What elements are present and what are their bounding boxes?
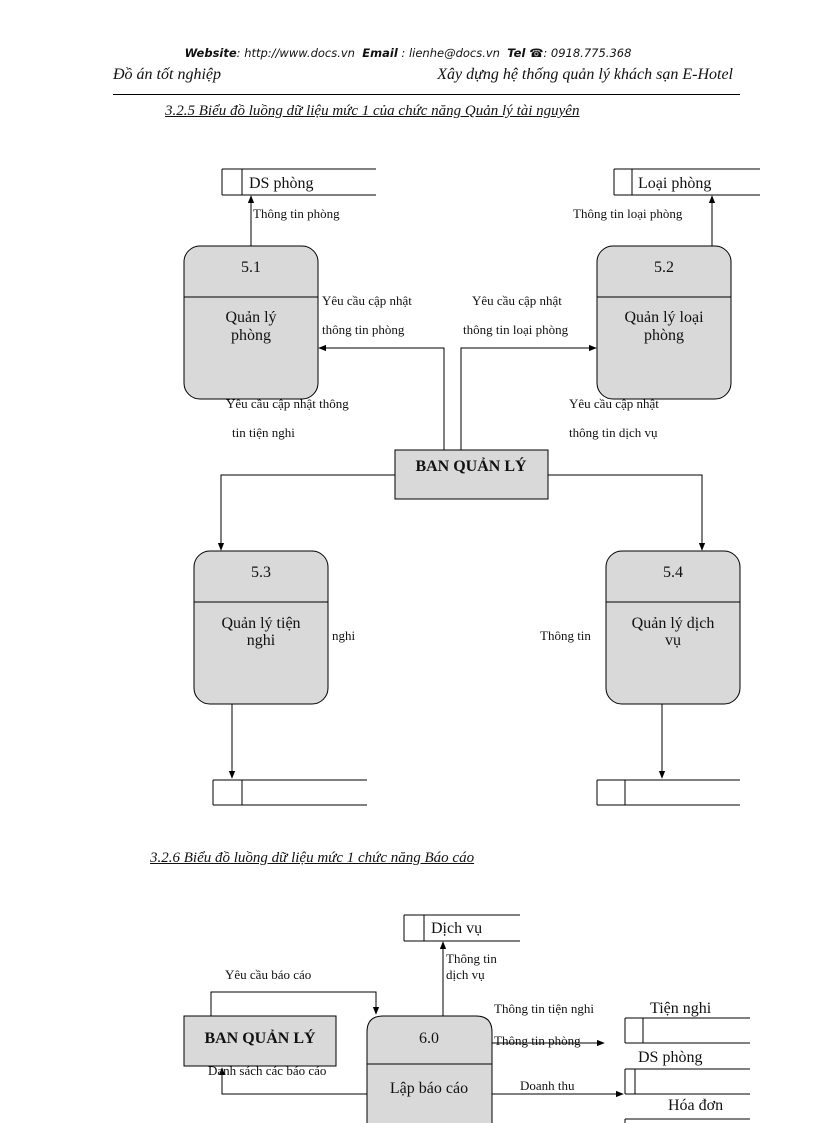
flow-label-yc-tiennghi-1: Yêu cầu cập nhật thông [226,396,349,411]
phone-icon: ☎ [529,46,544,60]
data-store-tien-nghi: Tiện nghi [624,1000,750,1044]
store-label-ds-phong-2: DS phòng [638,1049,702,1066]
data-store-ds-phong: DS phòng [221,168,376,196]
external-entity-ban-quan-ly-2: BAN QUẢN LÝ [183,1015,337,1067]
header-left-title: Đồ án tốt nghiệp [113,66,221,83]
process-id-5-1: 5.1 [241,259,261,276]
flow-label-danh-sach: Danh sách các báo cáo [208,1063,326,1078]
flow-label-yc-dichvu-2: thông tin dịch vụ [569,425,658,440]
data-store-dich-vu-empty [596,779,740,806]
process-id-5-3: 5.3 [251,564,271,581]
flow-label-thong-tin: Thông tin [540,628,591,643]
flow-label-yc-tiennghi-2: tin tiện nghi [232,425,295,440]
header-divider [113,94,740,95]
process-name-5-3-line2: nghi [247,632,276,649]
flow-yeu-cau-cap-nhat-loai-phong: Yêu cầu cập nhật thông tin loại phòng [460,293,597,450]
flow-yeu-cau-cap-nhat-dich-vu: Yêu cầu cập nhật thông tin dịch vụ [548,396,706,551]
flow-yeu-cau-cap-nhat-tien-nghi: Yêu cầu cập nhật thông tin tiện nghi [217,396,395,551]
flow-label-tt-dich-vu-1: Thông tin [446,951,497,966]
process-id-6-0: 6.0 [419,1030,439,1047]
store-label-loai-phong: Loại phòng [638,175,711,192]
email-label: Email [362,46,398,60]
process-id-5-2: 5.2 [654,259,674,276]
flow-thong-tin-tien-nghi: Thông tin tiện nghi [494,1001,594,1016]
section-title-report: 3.2.6 Biểu đồ luồng dữ liệu mức 1 chức n… [150,850,475,866]
process-5-2: 5.2 Quản lý loại phòng [596,245,732,400]
process-name-5-2-line1: Quản lý loại [624,309,704,326]
process-name-5-2-line2: phòng [644,327,684,344]
process-name-5-4-line1: Quản lý dịch [632,615,715,632]
flow-label-yc-dichvu-1: Yêu cầu cập nhật [569,396,659,411]
process-name-5-1-line1: Quản lý [225,309,276,326]
email-value: : lienhe@docs.vn [401,46,500,60]
process-5-3: 5.3 Quản lý tiện nghi [193,550,329,705]
external-entity-label: BAN QUẢN LÝ [415,456,527,475]
header-contact-line: Website: http://www.docs.vn Email : lien… [0,46,816,60]
flow-label-yeu-cau-bao-cao: Yêu cầu báo cáo [225,967,311,982]
header-right-title: Xây dựng hệ thống quản lý khách sạn E-Ho… [437,66,733,83]
section-title-resource: 3.2.5 Biểu đồ luồng dữ liệu mức 1 của ch… [165,103,580,119]
tel-value: : 0918.775.368 [543,46,632,60]
data-store-tien-nghi-empty [212,779,367,806]
external-entity-label-2: BAN QUẢN LÝ [204,1028,316,1047]
data-store-dich-vu: Dịch vụ [403,914,520,942]
flow-thong-tin-phong: Thông tin phòng [247,195,340,246]
flow-thong-tin-dich-vu: Thông tin dịch vụ [439,941,497,1016]
flow-label-thong-tin-loai-phong: Thông tin loại phòng [573,206,683,221]
data-store-ds-phong-2: DS phòng [624,1049,750,1095]
flow-yeu-cau-cap-nhat-phong: Yêu cầu cập nhật thông tin phòng [318,293,445,450]
flow-label-tt-dich-vu-2: dịch vụ [446,967,485,982]
flow-label-yc-loai-1: Yêu cầu cập nhật [472,293,562,308]
process-5-4: 5.4 Quản lý dịch vụ [605,550,741,705]
flow-label-yc-phong-2: thông tin phòng [322,322,405,337]
flow-label-doanh-thu: Doanh thu [520,1078,575,1093]
external-entity-ban-quan-ly: BAN QUẢN LÝ [394,449,549,500]
flow-label-nghi: nghi [332,628,356,643]
flow-thong-tin-loai-phong: Thông tin loại phòng [573,195,716,246]
store-label-ds-phong: DS phòng [249,175,313,192]
data-store-loai-phong: Loại phòng [613,168,760,196]
process-name-5-4-line2: vụ [665,632,681,649]
flow-label-thong-tin-phong: Thông tin phòng [253,206,340,221]
flow-doanh-thu: Doanh thu [492,1078,624,1098]
store-label-tien-nghi: Tiện nghi [650,1000,712,1017]
store-label-hoa-don: Hóa đơn [668,1097,723,1114]
process-5-1: 5.1 Quản lý phòng [183,245,319,400]
process-6-0: 6.0 Lập báo cáo [366,1015,493,1123]
website-value: : http://www.docs.vn [236,46,355,60]
flow-danh-sach-bao-cao: Danh sách các báo cáo [208,1063,367,1095]
flow-yeu-cau-bao-cao: Yêu cầu báo cáo [210,967,380,1016]
flow-label-yc-phong-1: Yêu cầu cập nhật [322,293,412,308]
flow-label-tt-tien-nghi: Thông tin tiện nghi [494,1001,594,1016]
process-name-6-0: Lập báo cáo [390,1080,468,1097]
flow-label-yc-loai-2: thông tin loại phòng [463,322,569,337]
tel-label: Tel [507,46,526,60]
website-label: Website [184,46,237,60]
flow-thong-tin-phong-2: Thông tin phòng [492,1033,605,1048]
process-name-5-1-line2: phòng [231,327,271,344]
process-name-5-3-line1: Quản lý tiện [221,615,300,632]
store-label-dich-vu: Dịch vụ [431,920,482,937]
data-store-hoa-don: Hóa đơn [624,1097,750,1123]
flow-label-tt-phong: Thông tin phòng [494,1033,581,1048]
process-id-5-4: 5.4 [663,564,683,581]
